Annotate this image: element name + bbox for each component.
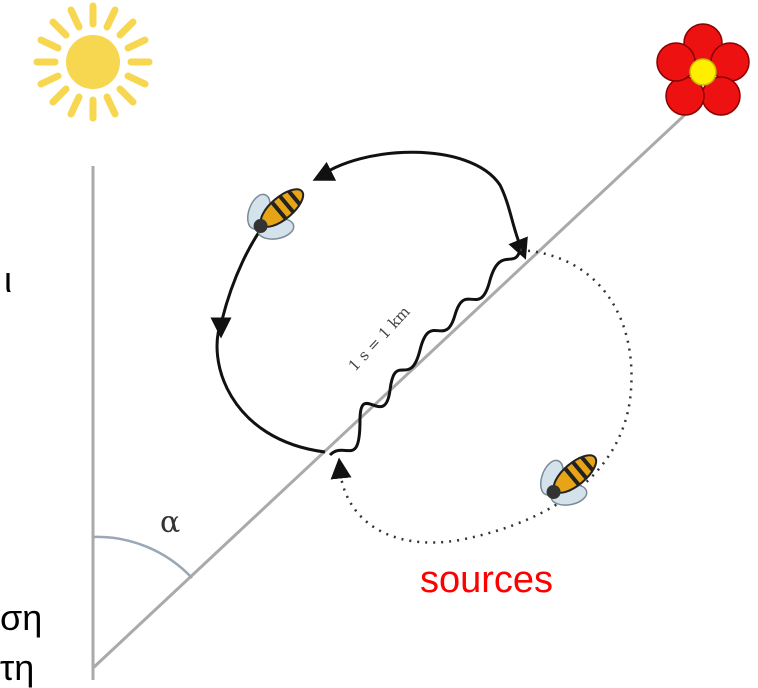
waggle-run [328,249,522,457]
angle-label: α [160,505,180,540]
return-loop-top [317,150,522,246]
loop-arrow-up [330,457,352,480]
side-text-fragment-top: ι [4,259,12,300]
side-text-fragment-bottom-2: τη [0,647,35,688]
angle-arc [92,535,193,579]
sources-caption: sources [420,559,553,601]
return-loop-left [215,214,326,454]
scale-label: 1 s = 1 km [345,303,414,375]
loop-arrow-left [312,161,337,181]
bee-icon [539,454,598,506]
bee-icon [246,188,305,240]
flower-icon [656,23,750,116]
sun-icon [33,2,153,122]
loop-arrow-down-right [508,236,528,260]
side-text-fragment-bottom-1: ση [0,597,43,638]
